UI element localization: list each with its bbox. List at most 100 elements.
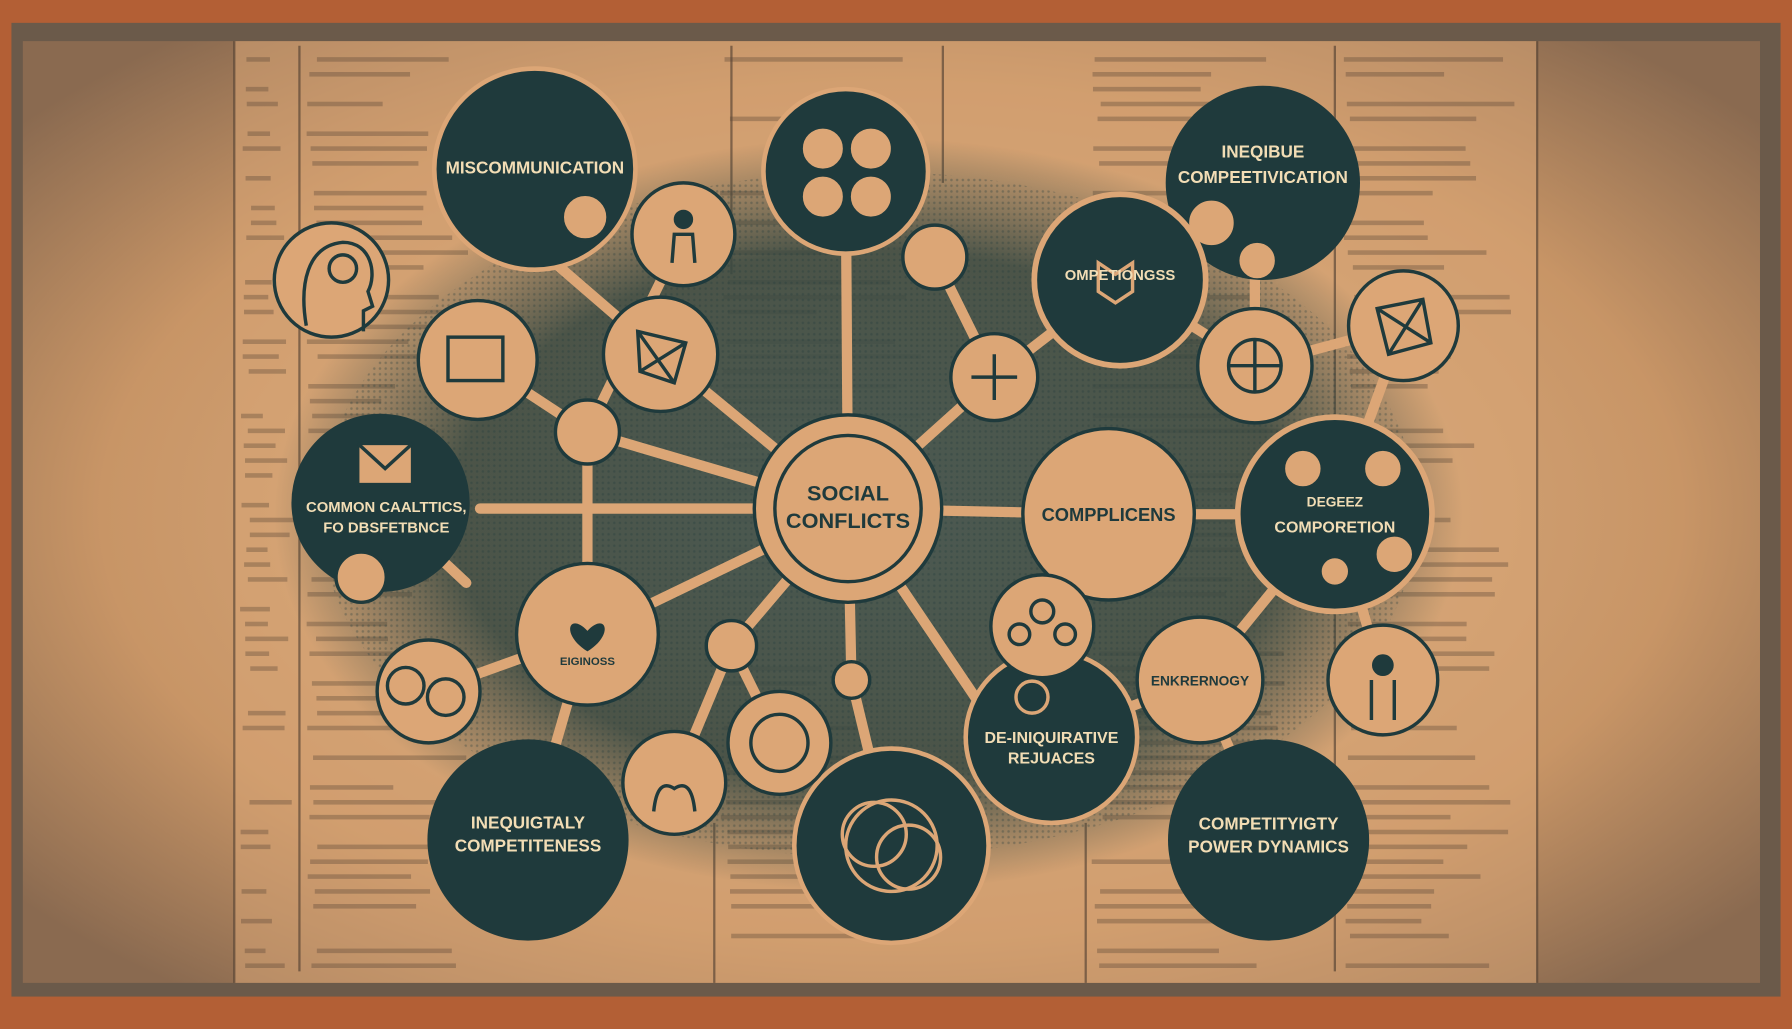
network-icon: [635, 329, 688, 386]
newspaper-line: [313, 904, 417, 909]
newspaper-line: [246, 101, 278, 107]
newspaper-line: [1351, 859, 1444, 864]
newspaper-line: [309, 814, 430, 820]
newspaper-line: [1347, 904, 1432, 909]
label-common-1: COMMON CAALTTICS,: [306, 500, 467, 516]
hub-icon: [971, 354, 1018, 400]
newspaper-line: [243, 294, 269, 300]
light-icons: [355, 128, 1412, 894]
node-enkrernogy[interactable]: [1135, 615, 1265, 745]
newspaper-line: [313, 190, 427, 196]
node-top-network[interactable]: [761, 86, 931, 256]
newspaper-line: [307, 725, 396, 731]
label-inequible-2: COMPEETIVICATION: [1178, 167, 1348, 187]
newspaper-line: [241, 413, 263, 419]
node-compplicens[interactable]: [1021, 426, 1196, 602]
newspaper-line: [1345, 963, 1490, 968]
label-inequible-1: INEQIBUE: [1221, 142, 1304, 162]
newspaper-line: [1350, 889, 1435, 894]
newspaper-line: [1353, 814, 1451, 820]
node-competitioness[interactable]: [1031, 191, 1209, 369]
newspaper-line: [1347, 755, 1476, 760]
newspaper-line: [245, 176, 271, 181]
newspaper-line: [312, 250, 468, 255]
node-network-bottom[interactable]: [726, 689, 833, 796]
newspaper-line: [309, 785, 394, 790]
node-junction[interactable]: [553, 398, 622, 466]
node-boxes[interactable]: [416, 298, 539, 422]
node-common[interactable]: [291, 413, 470, 592]
newspaper-line: [1094, 57, 1267, 62]
newspaper-line: [1092, 86, 1201, 92]
boxes-icon: [446, 335, 505, 383]
newspaper-line: [247, 131, 271, 136]
newspaper-line: [1094, 904, 1262, 909]
newspaper-line: [246, 235, 285, 240]
people-icon-body: [670, 232, 697, 263]
newspaper-line: [249, 800, 292, 805]
newspaper-line: [306, 131, 429, 136]
newspaper-line: [247, 428, 285, 434]
newspaper-line: [1348, 190, 1433, 196]
newspaper-line: [1093, 146, 1203, 151]
newspaper-line: [1343, 235, 1428, 240]
newspaper-line: [1348, 220, 1424, 226]
node-person-small[interactable]: [560, 192, 610, 242]
node-family[interactable]: [1326, 623, 1440, 737]
newspaper-line: [245, 458, 288, 463]
newspaper-line: [310, 146, 427, 151]
newspaper-line: [1345, 161, 1471, 166]
newspaper-line: [242, 354, 279, 359]
people-bottom-icon: [652, 784, 697, 812]
newspaper-line: [1100, 889, 1206, 894]
newspaper-line: [1349, 116, 1477, 122]
newspaper-line: [1092, 72, 1212, 77]
newspaper-line: [245, 621, 268, 627]
newspaper-line: [317, 844, 440, 850]
label-enkrernogy: ENKRERNOGY: [1151, 674, 1249, 689]
newspaper-line: [307, 101, 383, 107]
node-inequitatly[interactable]: [427, 739, 629, 941]
newspaper-line: [1343, 57, 1504, 62]
heart-icon: [570, 623, 605, 652]
label-power-1: COMPETITYIGTY: [1199, 814, 1339, 834]
newspaper-line: [1100, 101, 1289, 107]
family-icon-head: [1372, 654, 1394, 676]
newspaper-line: [1344, 146, 1466, 151]
newspaper-line: [245, 636, 289, 642]
label-miscommunication: MISCOMMUNICATION: [446, 158, 625, 178]
newspaper-line: [1345, 176, 1477, 181]
newspaper-line: [249, 517, 296, 523]
newspaper-line: [1347, 785, 1490, 790]
label-degeez-2: COMPORETION: [1274, 520, 1395, 537]
network-left-icon: [385, 665, 426, 706]
newspaper-line: [250, 220, 277, 226]
node-people-bottom[interactable]: [621, 729, 728, 836]
newspaper-line: [1097, 948, 1219, 954]
label-common-2: FO DBSFETBNCE: [323, 521, 449, 537]
newspaper-line: [312, 161, 419, 166]
node-network[interactable]: [601, 295, 720, 414]
node-power-dynamics[interactable]: [1168, 739, 1370, 941]
newspaper-line: [311, 963, 456, 968]
newspaper-line: [724, 57, 903, 62]
newspaper-line: [245, 86, 269, 92]
newspaper-line: [242, 725, 285, 731]
node-ring[interactable]: [831, 660, 872, 700]
node-small-mid[interactable]: [704, 618, 759, 673]
newspaper-line: [307, 874, 412, 879]
newspaper-line: [1099, 161, 1194, 166]
node-small-top[interactable]: [901, 223, 969, 291]
newspaper-line: [314, 205, 424, 211]
newspaper-line: [1347, 250, 1487, 255]
newspaper-line: [731, 904, 819, 909]
newspaper-line: [247, 577, 288, 582]
node-people-group[interactable]: [989, 573, 1096, 680]
newspaper-line: [249, 532, 290, 538]
newspaper-line: [1346, 101, 1515, 107]
node-bottom-knot[interactable]: [791, 746, 991, 946]
node-person-stick[interactable]: [334, 550, 388, 604]
node-social-conflicts[interactable]: [752, 413, 944, 604]
light-nodes: [272, 181, 1460, 836]
newspaper-line: [1352, 844, 1468, 850]
